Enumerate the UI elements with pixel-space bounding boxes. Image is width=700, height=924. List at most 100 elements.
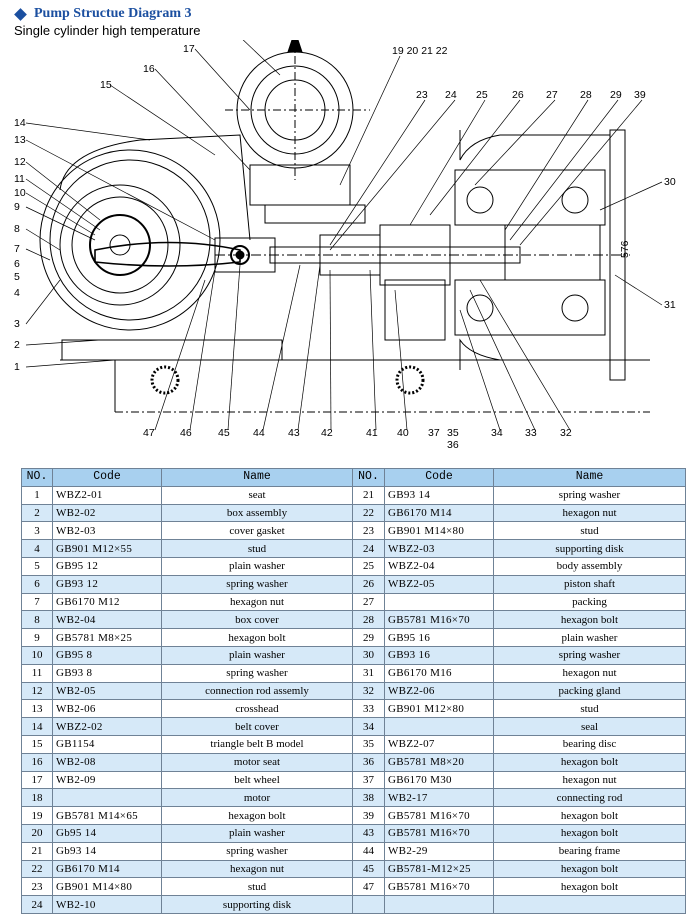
callout-1: 1 <box>14 361 20 373</box>
callout-33: 33 <box>525 427 537 439</box>
callout-24: 24 <box>445 89 457 101</box>
part-no <box>352 895 385 914</box>
cylinder <box>504 224 601 281</box>
part-no: 24 <box>21 895 53 914</box>
callout-41: 41 <box>366 427 378 439</box>
part-no: 3 <box>21 521 53 541</box>
part-no: 22 <box>352 503 385 523</box>
part-code: GB901 M12×55 <box>52 539 162 558</box>
callout-30: 30 <box>664 176 676 188</box>
part-no: 15 <box>21 734 53 754</box>
header: Pump Structue Diagram 3 Single cylinder … <box>14 6 200 38</box>
part-name: spring washer <box>493 645 686 665</box>
part-code: WBZ2-04 <box>384 556 494 576</box>
part-no: 5 <box>21 556 53 576</box>
part-no: 25 <box>352 556 385 576</box>
part-name: stud <box>493 521 686 541</box>
callout-39: 39 <box>634 89 646 101</box>
callout-3: 3 <box>14 318 20 330</box>
part-no: 13 <box>21 699 53 719</box>
part-code <box>384 895 494 914</box>
part-no: 11 <box>21 663 53 683</box>
part-code: GB95 16 <box>384 628 494 647</box>
callout-labels: 14 13 12 11 10 9 8 7 6 5 4 3 2 1 16 15 1… <box>14 40 676 450</box>
part-code: GB5781 M8×20 <box>384 752 494 772</box>
connecting-rod <box>94 241 241 267</box>
part-code: GB93 12 <box>52 574 162 594</box>
part-name: cover gasket <box>161 521 353 541</box>
part-name: spring washer <box>161 841 353 861</box>
callout-9: 9 <box>14 201 20 213</box>
pump-structure-drawing: 576 14 13 12 11 10 9 8 7 6 5 4 3 2 1 16 … <box>14 40 676 450</box>
part-no: 28 <box>352 610 385 630</box>
part-name: seat <box>161 485 353 505</box>
col-header-code-right: Code <box>384 468 494 487</box>
callout-36: 36 <box>447 439 459 450</box>
part-code: GB93 16 <box>384 645 494 665</box>
part-code: WBZ2-06 <box>384 681 494 701</box>
part-code: WBZ2-07 <box>384 734 494 754</box>
part-code: GB5781 M16×70 <box>384 806 494 825</box>
part-no: 29 <box>352 628 385 647</box>
part-name: hexagon bolt <box>161 628 353 647</box>
pump-body-outline <box>459 130 611 370</box>
part-name: hexagon nut <box>493 503 686 523</box>
part-code: GB5781 M16×70 <box>384 610 494 630</box>
col-header-code-left: Code <box>52 468 162 487</box>
part-no: 31 <box>352 663 385 683</box>
callout-14: 14 <box>14 117 26 129</box>
callout-27: 27 <box>546 89 558 101</box>
part-name: hexagon bolt <box>493 610 686 630</box>
part-name: hexagon bolt <box>493 823 686 843</box>
part-name: supporting disk <box>161 895 353 914</box>
callout-28: 28 <box>580 89 592 101</box>
callout-17: 17 <box>183 43 195 55</box>
part-name: packing gland <box>493 681 686 701</box>
part-name: plain washer <box>493 628 686 647</box>
col-header-name-left: Name <box>161 468 353 487</box>
part-no: 35 <box>352 734 385 754</box>
part-code: WBZ2-03 <box>384 539 494 558</box>
crank-hub <box>89 214 151 276</box>
part-name: supporting disk <box>493 539 686 558</box>
callout-43: 43 <box>288 427 300 439</box>
part-name: bearing frame <box>493 841 686 861</box>
part-name: seal <box>493 717 686 736</box>
part-no: 23 <box>21 877 53 897</box>
piston-shaft <box>269 246 521 264</box>
upper-valve-chamber <box>454 169 606 226</box>
callout-40: 40 <box>397 427 409 439</box>
part-name <box>493 895 686 914</box>
part-code: WB2-02 <box>52 503 162 523</box>
part-name: hexagon bolt <box>493 877 686 897</box>
part-no: 7 <box>21 592 53 612</box>
lower-valve-chamber <box>454 279 606 336</box>
callout-44: 44 <box>253 427 265 439</box>
part-name: hexagon nut <box>493 770 686 790</box>
table-header-row: NO. Code Name NO. Code Name <box>21 468 686 487</box>
callout-32: 32 <box>560 427 572 439</box>
part-no: 8 <box>21 610 53 630</box>
part-code: Gb93 14 <box>52 841 162 861</box>
part-code: Gb95 14 <box>52 823 162 843</box>
callout-10: 10 <box>14 187 26 199</box>
part-code: GB6170 M30 <box>384 770 494 790</box>
part-no: 37 <box>352 770 385 790</box>
part-code: GB6170 M16 <box>384 663 494 683</box>
box-outer-circle <box>39 149 221 331</box>
part-no: 2 <box>21 503 53 523</box>
part-code: WB2-04 <box>52 610 162 630</box>
